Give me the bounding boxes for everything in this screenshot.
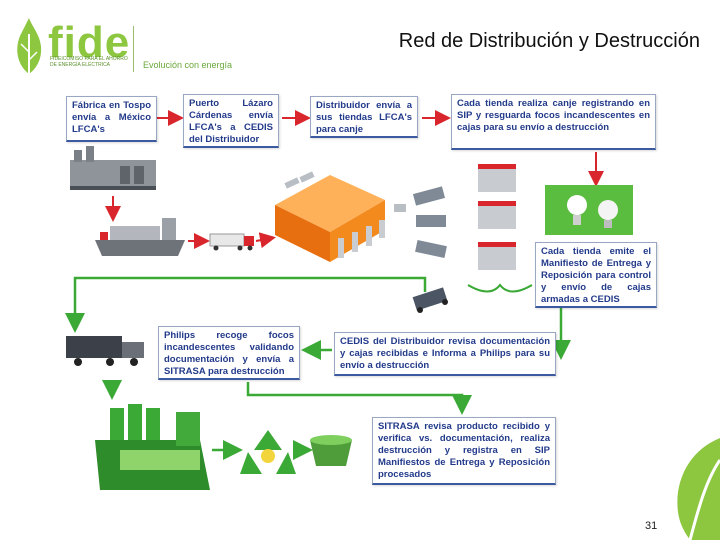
arrow-truck-warehouse [255,232,276,249]
philips-trailer-truck-icon [66,336,144,366]
step-tienda-canje-box: Cada tienda realiza canje registrando en… [451,94,656,150]
cedis-warehouse-icon [275,171,406,262]
arrow-philips-to-sitrasa [246,382,472,415]
step-distribuidor-box: Distribuidor envía a sus tiendas LFCA's … [310,96,418,138]
step-fabrica-box: Fábrica en Tospo envía a México LFCA's [66,96,157,142]
delivery-truck-icon [209,233,254,251]
logo-divider [133,26,134,72]
step-sitrasa-box: SITRASA revisa producto recibido y verif… [372,417,556,485]
fide-leaf-logo-icon [17,18,42,74]
disposal-bin-icon [310,435,352,466]
step-philips-box: Philips recoge focos incandescentes vali… [158,326,300,380]
cargo-ship-icon [95,218,185,256]
page-number: 31 [645,520,658,532]
logo-subtitle: FIDEICOMISO PARA EL AHORRO DE ENERGÍA EL… [50,56,128,68]
logo-tagline: Evolución con energía [143,60,233,70]
store-buildings-icon [478,164,516,270]
logo-wordmark: fide [48,18,131,67]
factory-icon [70,146,156,190]
step-tienda-manifiesto-box: Cada tienda emite el Manifiesto de Entre… [535,242,657,308]
sitrasa-plant-icon [95,404,210,490]
step-cedis-box: CEDIS del Distribuidor revisa documentac… [334,332,556,376]
page-title: Red de Distribución y Destrucción [398,30,700,52]
stores-bracket [467,283,533,293]
recycle-symbol-icon [240,430,296,474]
return-truck-icon [412,287,448,313]
step-puerto-box: Puerto Lázaro Cárdenas envía LFCA's a CE… [183,94,279,148]
arrow-cedis-to-philips [65,276,427,333]
bulb-exchange-icon [545,185,633,235]
corner-leaf-icon [677,438,720,540]
store-trucks-icon [412,186,447,258]
